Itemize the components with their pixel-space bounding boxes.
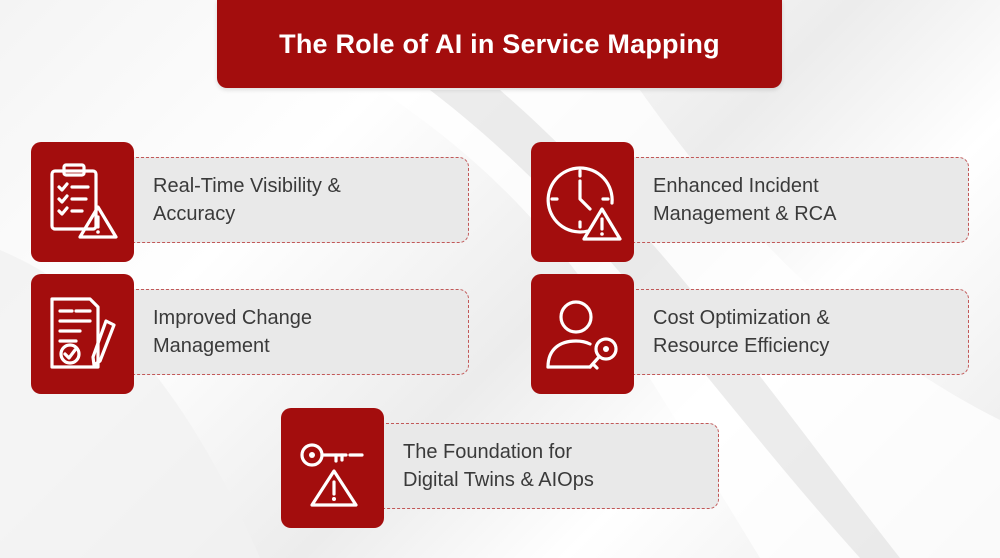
icon-box <box>31 274 134 394</box>
icon-box <box>281 408 384 528</box>
label-box: Cost Optimization & Resource Efficiency <box>631 289 969 375</box>
card-improved-change-management: Improved Change Management <box>31 274 471 394</box>
label-box: Improved Change Management <box>131 289 469 375</box>
title-banner: The Role of AI in Service Mapping <box>217 0 782 88</box>
label-box: Real-Time Visibility & Accuracy <box>131 157 469 243</box>
user-key-icon <box>545 300 618 370</box>
label-box: Enhanced Incident Management & RCA <box>631 157 969 243</box>
card-label: Real-Time Visibility & Accuracy <box>153 175 341 225</box>
card-label: Cost Optimization & Resource Efficiency <box>653 307 830 357</box>
card-real-time-visibility: Real-Time Visibility & Accuracy <box>31 142 471 262</box>
card-cost-optimization: Cost Optimization & Resource Efficiency <box>531 274 971 394</box>
page-title: The Role of AI in Service Mapping <box>279 28 720 59</box>
icon-box <box>531 142 634 262</box>
icon-box <box>531 274 634 394</box>
label-box: The Foundation for Digital Twins & AIOps <box>381 423 719 509</box>
card-label: Enhanced Incident Management & RCA <box>653 175 837 225</box>
card-label: The Foundation for Digital Twins & AIOps <box>403 441 594 491</box>
clipboard-checklist-warning-icon <box>49 163 118 239</box>
card-enhanced-incident-management: Enhanced Incident Management & RCA <box>531 142 971 262</box>
card-foundation-digital-twins: The Foundation for Digital Twins & AIOps <box>281 408 721 528</box>
clock-warning-icon <box>546 166 622 241</box>
document-check-pencil-icon <box>49 297 116 369</box>
key-warning-icon <box>299 443 364 507</box>
icon-box <box>31 142 134 262</box>
card-label: Improved Change Management <box>153 307 312 357</box>
